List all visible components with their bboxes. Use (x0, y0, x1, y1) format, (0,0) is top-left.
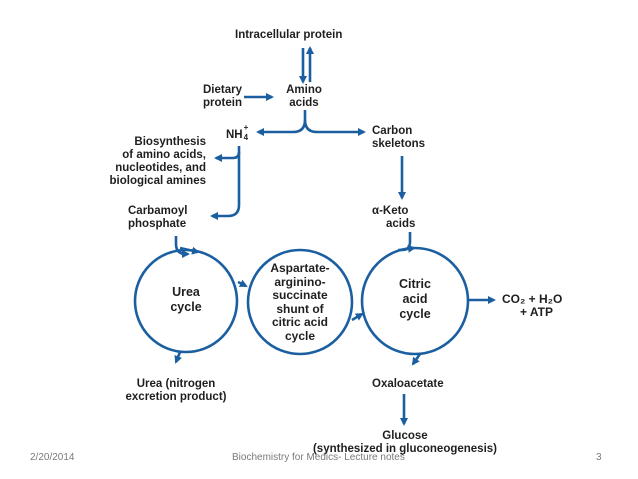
label-nh4-sup: + (243, 123, 249, 132)
label-co2-line1: CO₂ + H₂O (502, 292, 563, 306)
label-urea-cycle: Urea cycle (146, 285, 226, 315)
label-amino-line1: Amino (286, 84, 322, 96)
label-glucose-line2: (synthesized in gluconeogenesis) (312, 443, 498, 455)
arrow-amino-to-nh4 (256, 110, 307, 136)
label-dietary-line2: protein (203, 97, 242, 109)
label-glucose: Glucose (synthesized in gluconeogenesis) (290, 430, 520, 456)
arrow-urea-cycle-to-urea (174, 351, 182, 364)
label-urea-cycle-line1: Urea (172, 285, 200, 299)
label-shunt: Aspartate- arginino- succinate shunt of … (252, 261, 348, 343)
label-nh4-sub: 4 (243, 133, 249, 142)
label-keto-line2: acids (386, 218, 416, 230)
label-shunt-line5: citric acid (271, 315, 329, 329)
label-dietary-line1: Dietary (203, 84, 242, 96)
label-urea-product: Urea (nitrogen excretion product) (108, 378, 244, 404)
label-carbon-skeletons: Carbon skeletons (372, 125, 425, 151)
label-alpha-keto-acids: α-Keto acids (372, 205, 415, 231)
label-shunt-line3: succinate (272, 288, 328, 302)
label-citric-line1: Citric (399, 277, 431, 291)
label-shunt-line6: cycle (284, 328, 316, 343)
label-co2-h2o-atp: CO₂ + H₂O + ATP (502, 293, 562, 319)
label-intracellular-protein: Intracellular protein (235, 29, 343, 41)
label-amino-acids: Amino acids (277, 84, 331, 110)
label-carbon-line1: Carbon (372, 125, 413, 137)
label-biosynthesis-line4: biological amines (109, 175, 207, 187)
label-biosynthesis-line3: nucleotides, and (115, 162, 206, 174)
label-urea-product-line1: Urea (nitrogen (136, 378, 216, 390)
label-biosynthesis-line1: Biosynthesis (134, 136, 206, 148)
label-citric-cycle: Citric acid cycle (375, 277, 455, 322)
shunt-circle (246, 248, 354, 356)
label-co2-line2: + ATP (520, 305, 554, 319)
label-shunt-line1: Aspartate- (270, 261, 330, 275)
label-citric-line2: acid (402, 292, 428, 306)
label-nh4-main: NH (226, 129, 243, 141)
label-carbamoyl-phosphate: Carbamoyl phosphate (128, 205, 187, 231)
label-dietary-protein: Dietary protein (186, 84, 242, 110)
arrow-nh4-to-biosynthesis (214, 146, 241, 162)
label-carbamoyl-line1: Carbamoyl (128, 205, 188, 217)
footer-course: Biochemistry for Medics- Lecture notes (232, 452, 405, 463)
arrow-nh4-to-carbamoyl (210, 152, 241, 220)
label-shunt-line2: arginino- (274, 274, 326, 289)
label-urea-product-line2: excretion product) (125, 391, 227, 403)
label-nh4: NH+4 (226, 123, 250, 142)
footer-page-number: 3 (596, 452, 602, 463)
arrow-amino-to-carbon (303, 119, 366, 136)
label-shunt-line4: shunt of (276, 301, 324, 316)
label-urea-cycle-line2: cycle (170, 300, 202, 314)
label-biosynthesis: Biosynthesis of amino acids, nucleotides… (70, 136, 207, 188)
arrow-citric-to-oxaloacetate (411, 353, 422, 366)
label-citric-line3: cycle (399, 307, 431, 321)
label-carbamoyl-line2: phosphate (128, 218, 187, 230)
label-keto-line1: α-Keto (372, 205, 409, 217)
label-amino-line2: acids (289, 97, 319, 109)
label-oxaloacetate: Oxaloacetate (372, 378, 444, 390)
label-carbon-line2: skeletons (372, 138, 426, 150)
footer-date: 2/20/2014 (30, 452, 75, 463)
label-biosynthesis-line2: of amino acids, (122, 149, 206, 161)
label-glucose-line1: Glucose (382, 430, 428, 442)
